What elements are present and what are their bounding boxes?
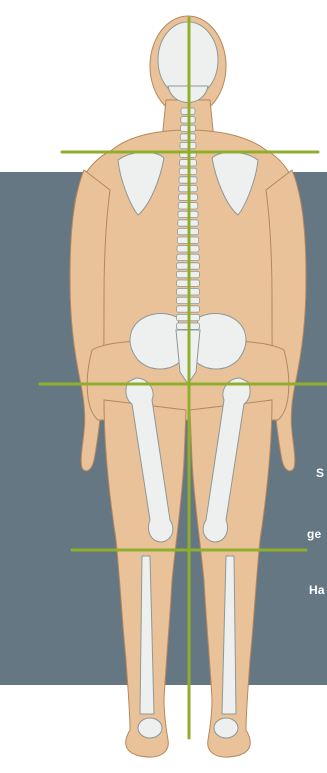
side-text-line-1: S: [316, 466, 324, 480]
right-arm: [266, 170, 306, 471]
left-heel-bone: [138, 718, 162, 738]
side-text-line-3: Ha: [309, 583, 325, 597]
left-arm: [70, 170, 110, 471]
right-heel-bone: [214, 718, 238, 738]
side-text-line-2: ge: [307, 527, 321, 541]
